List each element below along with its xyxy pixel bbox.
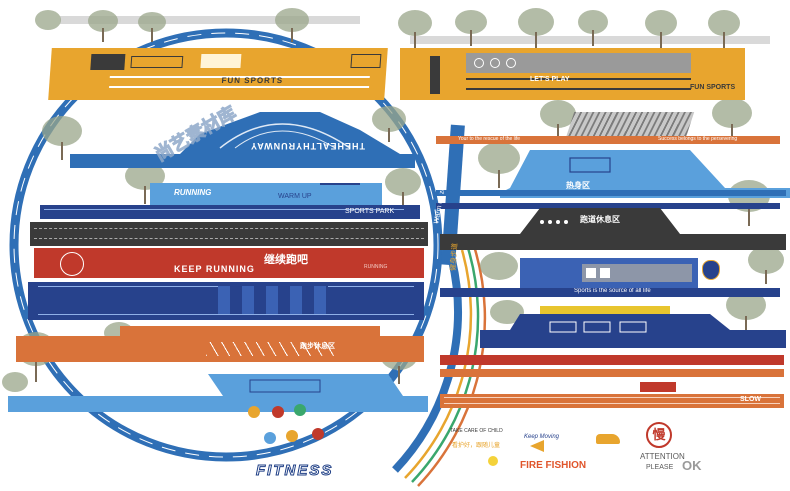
arc-text: 健身步道 bbox=[450, 242, 459, 272]
red-strip-1 bbox=[440, 355, 784, 365]
please-label: PLEASE bbox=[646, 464, 674, 471]
orange-strip-right-text: Success belongs to the persevering bbox=[658, 136, 738, 142]
warmup-zone-panel bbox=[16, 336, 424, 362]
small-bars bbox=[640, 382, 676, 392]
keep-running-label: KEEP RUNNING bbox=[174, 264, 255, 274]
slow-cn-char: 慢 bbox=[652, 427, 666, 442]
warmup-zone-top bbox=[120, 326, 380, 338]
running-warmup-panel: RUNNING WARM UP bbox=[150, 183, 382, 205]
fire-fishion-label: FIRE FISHION bbox=[520, 460, 587, 471]
take-care-cn: 看护好，跟随儿童 bbox=[452, 443, 501, 449]
fitness-figures bbox=[242, 400, 342, 460]
bottom-blue-track bbox=[8, 374, 428, 412]
take-care-text: TAKE CARE OF CHILD bbox=[450, 428, 503, 434]
run-rest-cn: 跑步休息区 bbox=[300, 343, 335, 350]
keep-moving-text: Keep Moving bbox=[524, 434, 560, 440]
sports-park-label: SPORTS PARK bbox=[345, 208, 395, 215]
warmup-strip-long bbox=[436, 190, 786, 196]
sports-statement-text: Sports is the source of all life bbox=[574, 288, 651, 294]
attention-label: ATTENTION bbox=[640, 452, 685, 461]
fun-sports-label-left: FUN SPORTS bbox=[221, 76, 284, 85]
flower-decor bbox=[488, 456, 498, 466]
continue-running-cn: 继续跑吧 bbox=[264, 254, 308, 266]
fun-sports-panel-right: LET'S PLAY FUN SPORTS bbox=[400, 48, 745, 100]
warm-up-label: WARM UP bbox=[278, 193, 312, 200]
running-small-label: RUNNING bbox=[364, 264, 388, 270]
slow-label: SLOW bbox=[740, 396, 761, 403]
navy-strip bbox=[436, 203, 780, 209]
grid-track-panel bbox=[28, 282, 424, 320]
healthy-runway-arch bbox=[70, 112, 415, 168]
sports-statement-panel bbox=[520, 258, 698, 292]
sports-statement-strip: Sports is the source of all life bbox=[440, 288, 780, 297]
fun-sports-label-right: FUN SPORTS bbox=[690, 84, 736, 91]
healthy-runway-label: THEHEALTHYRUNWAY bbox=[250, 141, 366, 151]
ok-label: OK bbox=[682, 458, 702, 473]
orange-strip-panel: Your to the rescue of the life Success b… bbox=[436, 136, 780, 144]
dark-track-panel bbox=[30, 222, 428, 246]
lets-play-label: LET'S PLAY bbox=[530, 76, 570, 83]
rest-area-cn: 跑道休息区 bbox=[580, 215, 620, 224]
sports-park-panel: SPORTS PARK bbox=[40, 205, 420, 219]
orange-arrow bbox=[530, 440, 544, 452]
warmup-wedge bbox=[565, 112, 695, 138]
keep-running-panel: 继续跑吧 KEEP RUNNING RUNNING bbox=[34, 248, 424, 278]
shield-badge bbox=[702, 260, 720, 280]
fun-sports-panel-left: FUN SPORTS bbox=[48, 48, 388, 100]
orange-strip-left-text: Your to the rescue of the life bbox=[458, 136, 521, 142]
rest-area-panel bbox=[440, 208, 786, 250]
navy-yellow-panel bbox=[480, 306, 786, 348]
fitness-title: FITNESS bbox=[255, 462, 334, 480]
warm-up-zone-cn: 热身区 bbox=[566, 181, 590, 190]
running-label: RUNNING bbox=[174, 188, 212, 197]
slow-sign-icon: 慢 bbox=[646, 422, 672, 448]
shoe-icon bbox=[596, 434, 620, 444]
warmup-blue-panel bbox=[500, 150, 790, 198]
slow-track-panel: SLOW bbox=[440, 394, 784, 408]
red-strip-2 bbox=[440, 369, 784, 377]
